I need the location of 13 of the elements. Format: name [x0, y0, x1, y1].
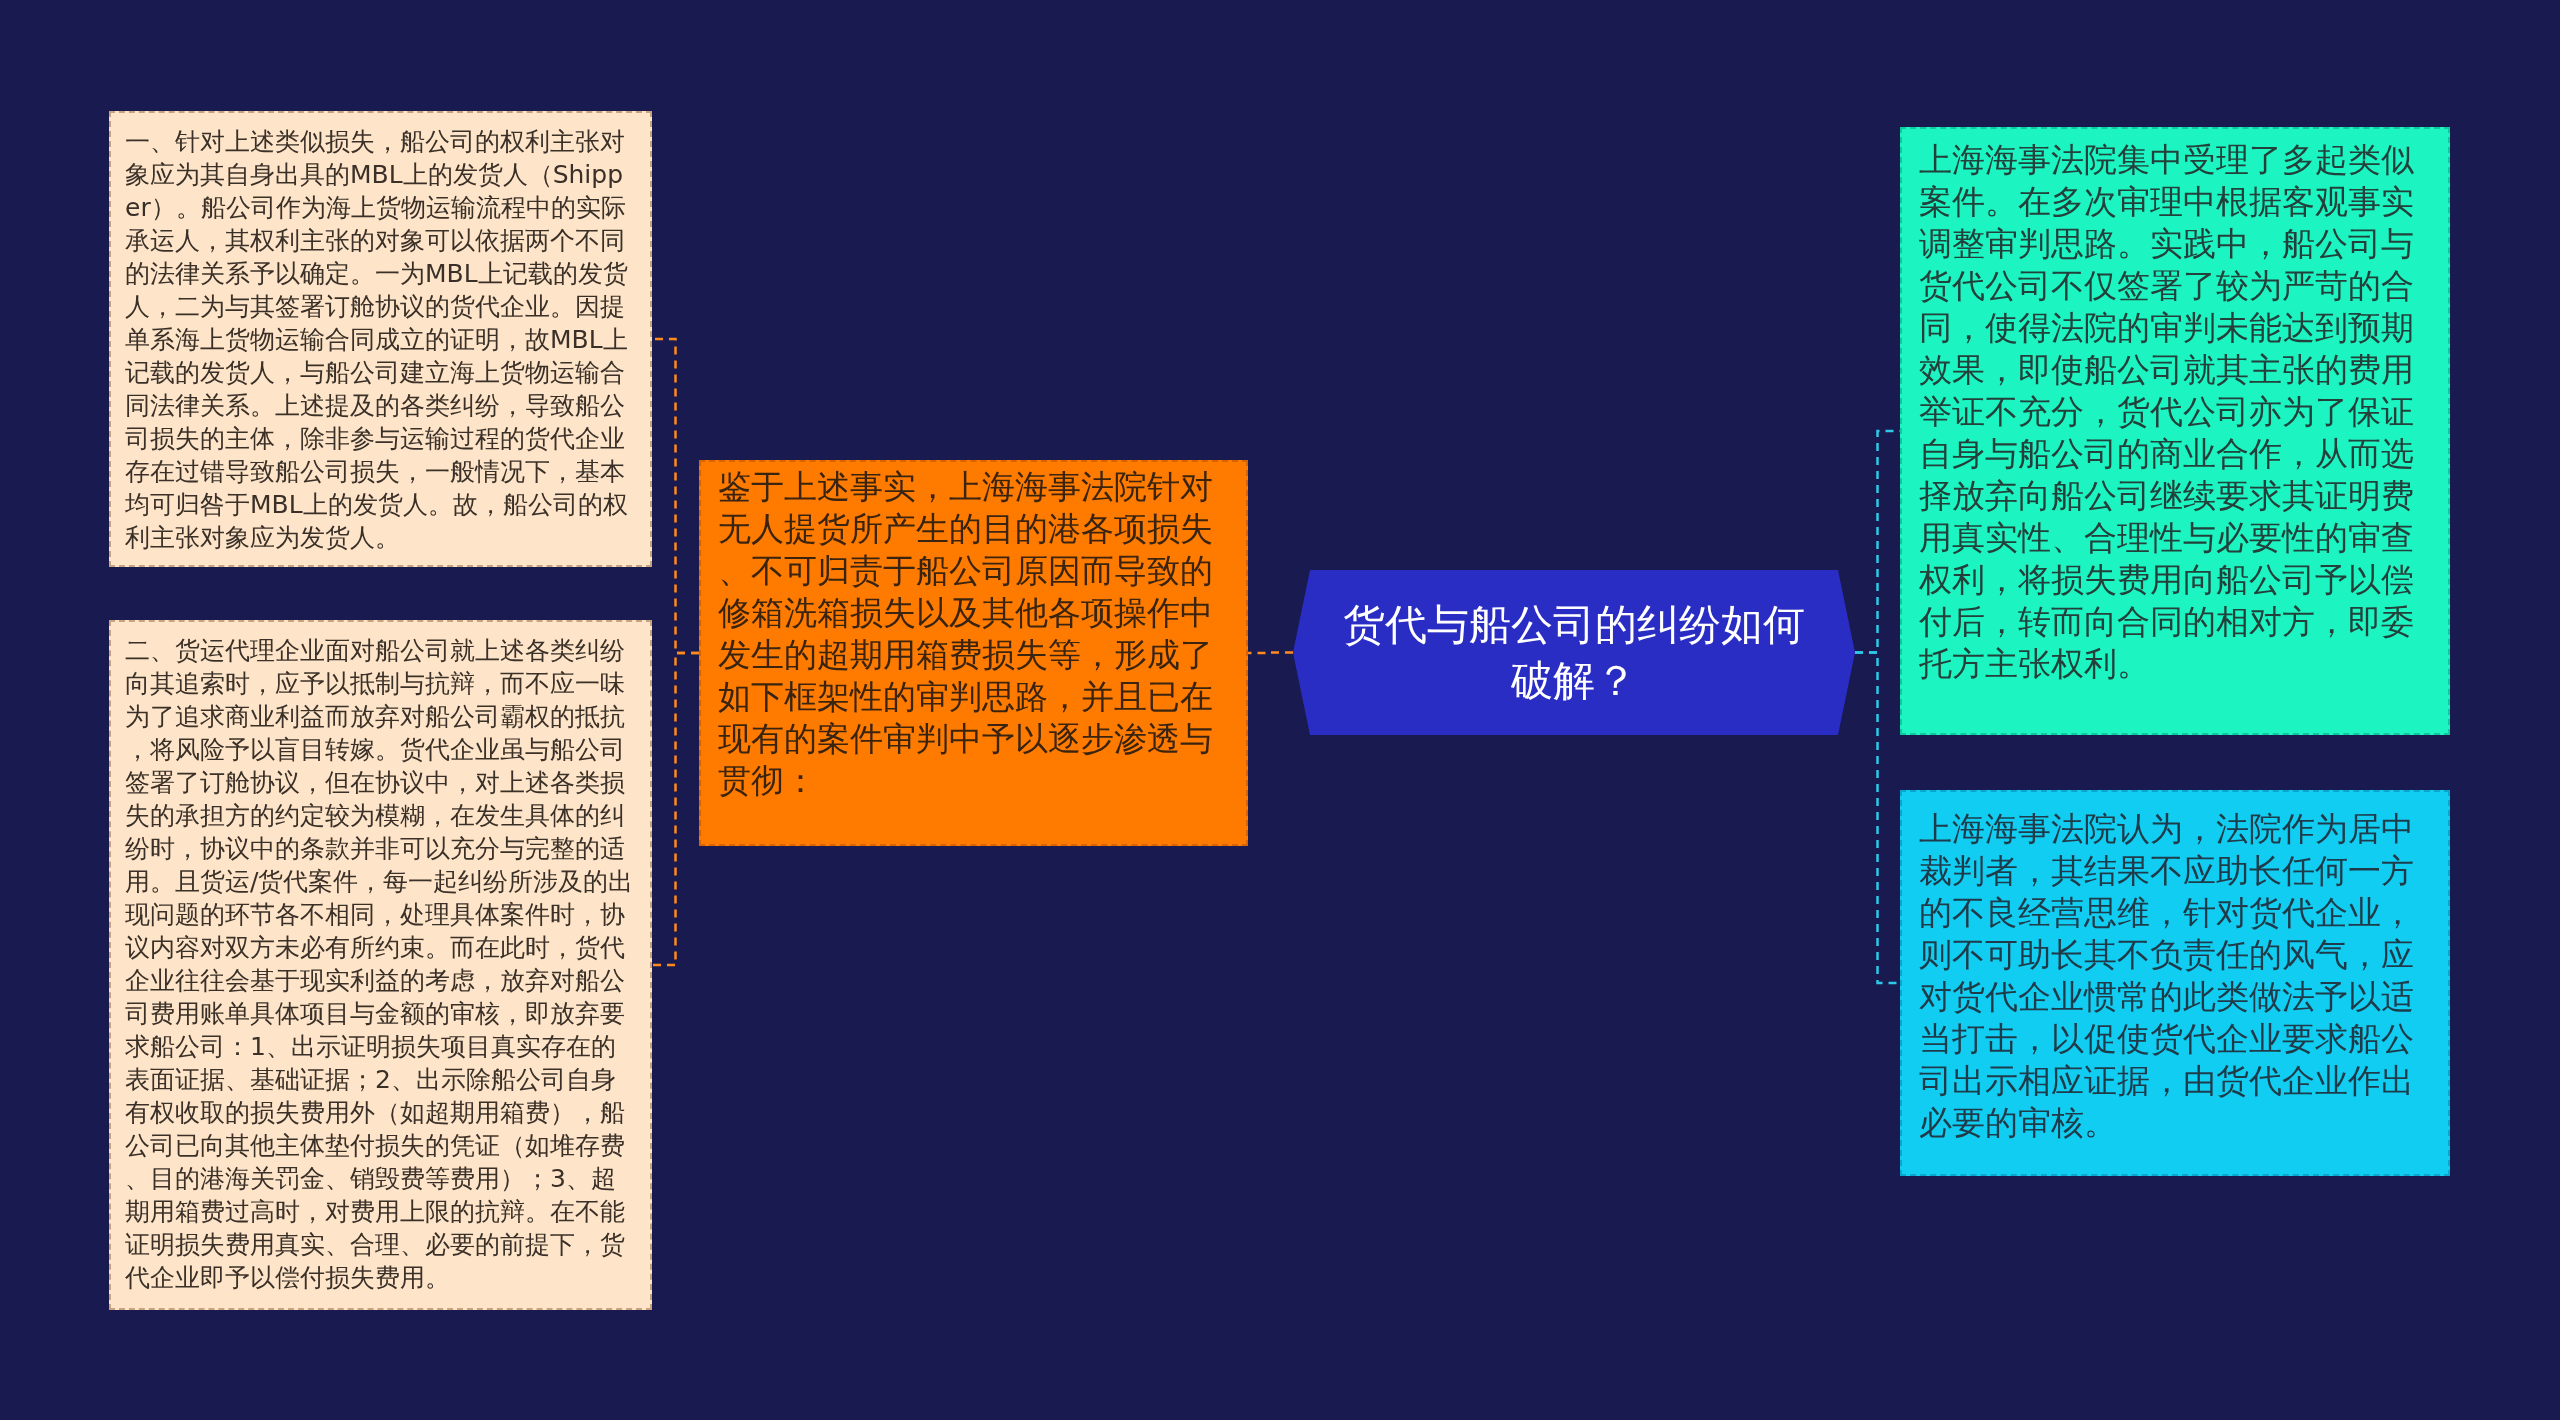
connector-line — [652, 651, 699, 967]
connector-line — [1855, 651, 1900, 985]
paragraph: 上海海事法院认为，法院作为居中裁判者，其结果不应助长任何一方的不良经营思维，针对货代企业，则不可助长其不负责任的风气，应对货代企业惯常的此类做法予以适当打击，以促使货代企业要求船公司出示相应证据，由货代企业作出必要的审核。 — [1919, 808, 2415, 1144]
paragraph: 上海海事法院集中受理了多起类似案件。在多次审理中根据客观事实调整审判思路。实践中，船公司与货代公司不仅签署了较为严苛的合同，使得法院的审判未能达到预期效果，即使船公司就其主张的费用举证不充分，货代公司亦为了保证自身与船公司的商业合作，从而选择放弃向船公司继续要求其证明费用真实性、合理性与必要性的审查权利，将损失费用向船公司予以偿付后，转而向合同的相对方，即委托方主张权利。 — [1919, 139, 2415, 685]
paragraph: 二、货运代理企业面对船公司就上述各类纠纷向其追索时，应予以抵制与抗辩，而不应一味为了追求商业利益而放弃对船公司霸权的抵抗，将风险予以盲目转嫁。货代企业虽与船公司签署了订舱协议，但在协议中，对上述各类损失的承担方的约定较为模糊，在发生具体的纠纷时，协议中的条款并非可以充分与完整的适用。且货运/货代案件，每一起纠纷所涉及的出现问题的环节各不相同，处理具体案件时，协议内容对双方未必有所约束。而在此时，货代企业往往会基于现实利益的考虑，放弃对船公司费用账单具体项目与金额的审核，即放弃要求船公司：1、出示证明损失项目真实存在的表面证据、基础证据；2、出示除船公司自身有权收取的损失费用外（如超期用箱费），船公司已向其他主体垫付损失的凭证（如堆存费、目的港海关罚金、销毁费等费用）；3、超期用箱费过高时，对费用上限的抗辩。在不能证明损失费用真实、合理、必要的前提下，货代企业即予以偿付损失费用。 — [125, 635, 635, 1294]
text-box — [1900, 127, 2450, 735]
topic-hexagon — [1293, 570, 1855, 735]
text-box — [1900, 790, 2450, 1176]
topic-title: 货代与船公司的纠纷如何破解？ — [1342, 598, 1806, 707]
paragraph: 一、针对上述类似损失，船公司的权利主张对象应为其自身出具的MBL上的发货人（Shipper）。船公司作为海上货物运输流程中的实际承运人，其权利主张的对象可以依据两个不同的法律关系予以确定。一为MBL上记载的发货人，二为与其签署订舱协议的货代企业。因提单系海上货物运输合同成立的证明，故MBL上记载的发货人，与船公司建立海上货物运输合同法律关系。上述提及的各类纠纷，导致船公司损失的主体，除非参与运输过程的货代企业存在过错导致船公司损失，一般情况下，基本均可归咎于MBL上的发货人。故，船公司的权利主张对象应为发货人。 — [125, 126, 629, 554]
paragraph: 鉴于上述事实，上海海事法院针对无人提货所产生的目的港各项损失、不可归责于船公司原因而导致的修箱洗箱损失以及其他各项操作中发生的超期用箱费损失等，形成了如下框架性的审判思路，并且已在现有的案件审判中予以逐步渗透与贯彻： — [718, 466, 1214, 802]
connector-line — [1248, 651, 1293, 655]
summary-box — [699, 460, 1248, 846]
